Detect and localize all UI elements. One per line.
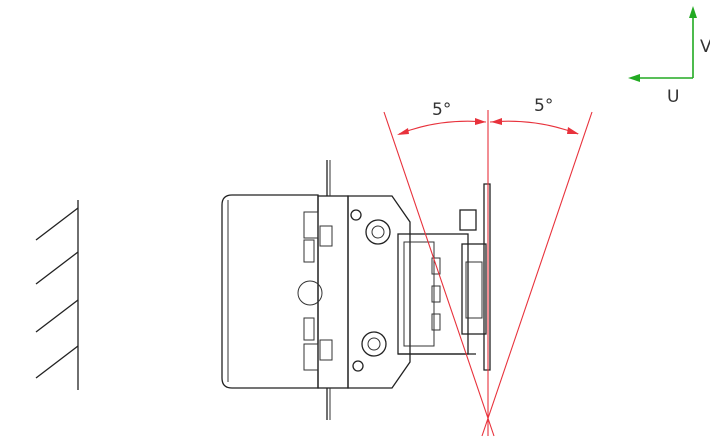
v-axis-label: V bbox=[700, 37, 710, 57]
lower-knob bbox=[361, 331, 387, 357]
upper-knob bbox=[365, 219, 391, 245]
left-angle-arc bbox=[398, 120, 487, 135]
u-axis-arrowhead bbox=[628, 74, 640, 82]
flange-detail bbox=[303, 239, 315, 263]
flange-detail bbox=[319, 225, 333, 247]
lower-knob-inner bbox=[367, 337, 381, 351]
bracket-clip bbox=[431, 285, 441, 303]
upper-bolt bbox=[350, 209, 362, 221]
wall-hatching bbox=[35, 200, 79, 390]
left-arc-arrowhead bbox=[397, 128, 409, 135]
u-axis-label: U bbox=[667, 87, 679, 107]
top-nut bbox=[459, 209, 477, 231]
wall-hatch bbox=[35, 345, 79, 379]
bracket-slot bbox=[465, 261, 483, 319]
device-body bbox=[221, 160, 491, 420]
left-tilt-line bbox=[383, 111, 495, 437]
flange-detail bbox=[303, 343, 319, 371]
bracket-inner bbox=[403, 241, 435, 347]
bracket-plate bbox=[397, 233, 469, 355]
uv-axes-indicator: U V bbox=[628, 6, 710, 107]
mounting-flange bbox=[317, 195, 349, 389]
tilt-lines bbox=[383, 110, 593, 437]
flange-detail bbox=[319, 339, 333, 361]
lower-bolt bbox=[352, 360, 364, 372]
device-housing bbox=[221, 194, 319, 389]
left-arc-arrowhead-end bbox=[475, 118, 486, 125]
head-block bbox=[347, 195, 411, 389]
flange-detail bbox=[303, 317, 315, 341]
left-angle-label: 5° bbox=[432, 100, 451, 120]
v-axis-arrowhead bbox=[689, 6, 697, 18]
mounting-plate bbox=[483, 183, 491, 371]
right-arc-arrowhead bbox=[491, 118, 502, 125]
flange-detail bbox=[303, 211, 319, 239]
right-tilt-line bbox=[481, 111, 593, 437]
bracket-block bbox=[461, 243, 487, 335]
bracket-clip bbox=[431, 313, 441, 331]
wall-hatch bbox=[35, 299, 79, 333]
right-angle-label: 5° bbox=[534, 96, 553, 116]
wall-hatch bbox=[35, 207, 79, 241]
upper-knob-inner bbox=[371, 225, 385, 239]
wall-hatch bbox=[35, 251, 79, 285]
bracket-clip bbox=[431, 257, 441, 275]
right-angle-arc bbox=[489, 120, 579, 135]
right-arc-arrowhead-end bbox=[567, 127, 579, 134]
flange-detail bbox=[297, 280, 323, 306]
